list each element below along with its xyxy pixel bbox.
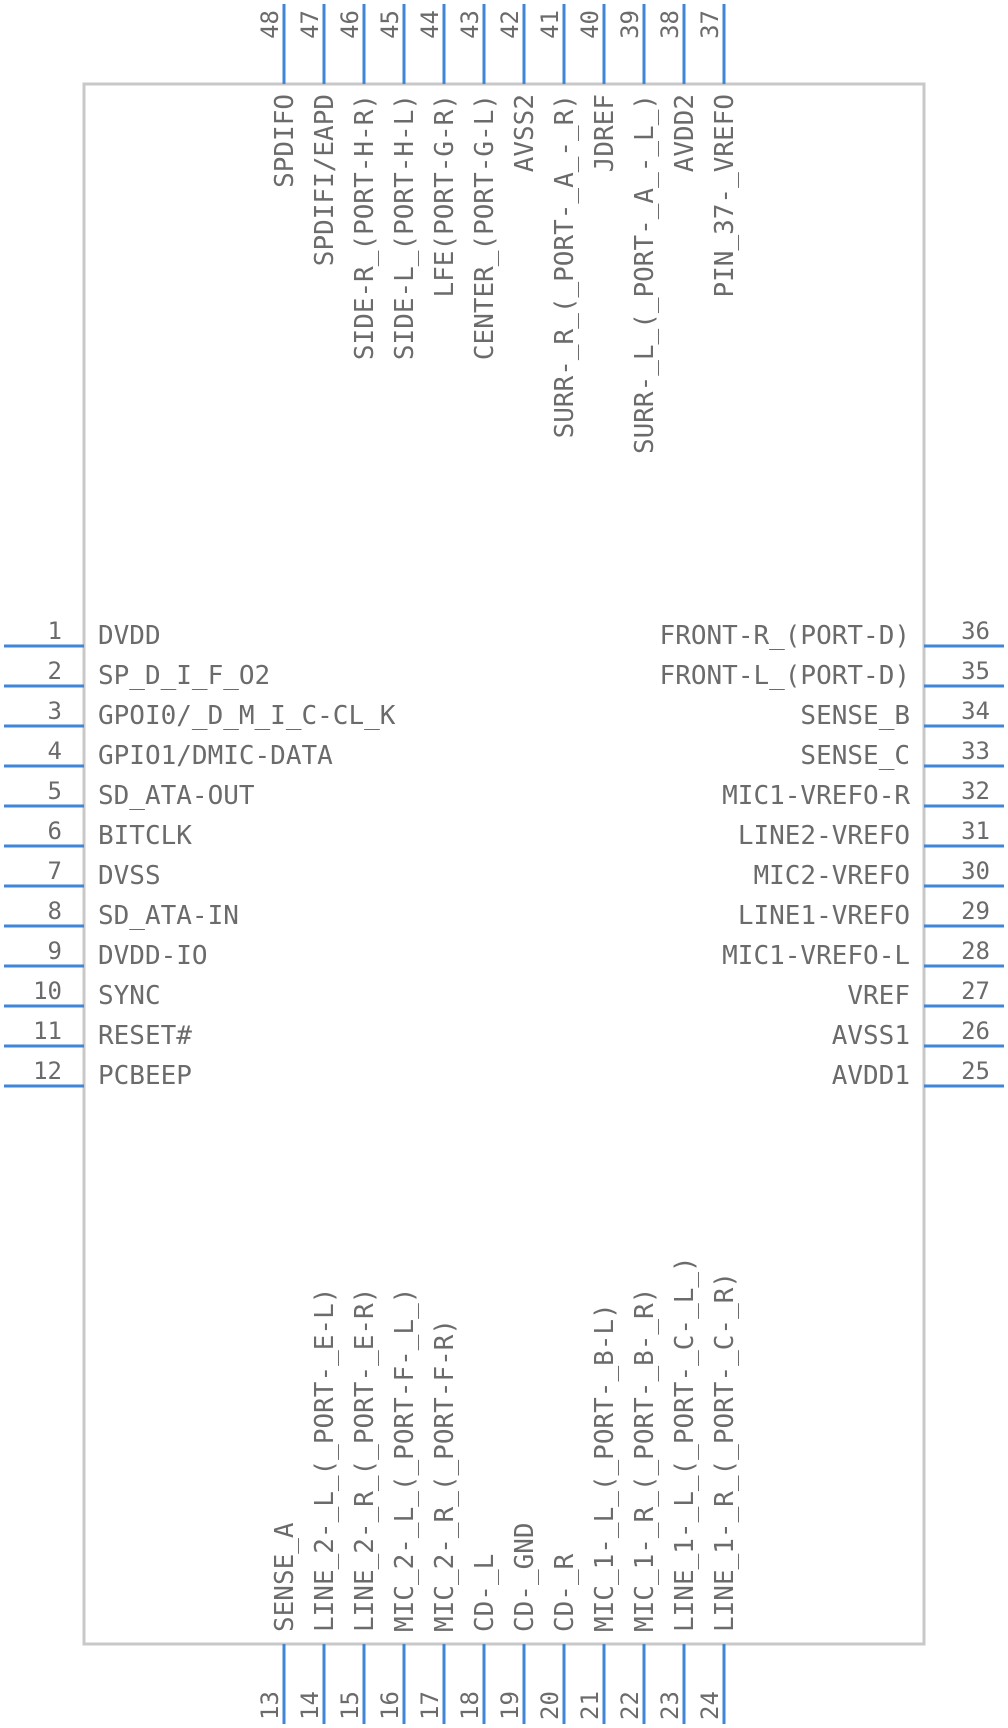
pin-label-47: SPDIFI/EAPD [310, 94, 340, 266]
pin-label-32: MIC1-VREFO-R [722, 781, 910, 811]
pin-number-11: 11 [33, 1017, 62, 1045]
pin-label-5: SD_ATA-OUT [98, 781, 255, 811]
pin-number-19: 19 [496, 1691, 524, 1720]
pin-label-36: FRONT-R_(PORT-D) [660, 621, 910, 651]
pin-label-24: LINE_1-_R_(_PORT-_C-_R) [710, 1272, 740, 1632]
pin-label-19: CD-_GND [510, 1522, 540, 1632]
pin-number-39: 39 [616, 10, 644, 39]
pin-number-47: 47 [296, 10, 324, 39]
pin-label-8: SD_ATA-IN [98, 901, 239, 931]
pin-label-26: AVSS1 [832, 1021, 910, 1051]
pin-label-12: PCBEEP [98, 1061, 192, 1091]
pin-number-35: 35 [961, 657, 990, 685]
pin-number-3: 3 [48, 697, 62, 725]
pin-label-42: AVSS2 [510, 94, 540, 172]
pin-number-42: 42 [496, 10, 524, 39]
pin-label-37: PIN_37-_VREFO [710, 94, 740, 298]
pin-label-28: MIC1-VREFO-L [722, 941, 910, 971]
pin-number-26: 26 [961, 1017, 990, 1045]
pin-label-18: CD-_L [470, 1554, 500, 1632]
pin-label-27: VREF [847, 981, 910, 1011]
pin-label-43: CENTER_(PORT-G-L) [470, 94, 500, 360]
pin-label-38: AVDD2 [670, 94, 700, 172]
pin-number-2: 2 [48, 657, 62, 685]
pin-number-23: 23 [656, 1691, 684, 1720]
pin-number-48: 48 [256, 10, 284, 39]
pin-number-10: 10 [33, 977, 62, 1005]
pin-label-20: CD-_R [550, 1553, 580, 1632]
pin-number-31: 31 [961, 817, 990, 845]
pin-label-22: MIC_1-_R_(_PORT-_B-_R) [630, 1288, 660, 1632]
pin-number-29: 29 [961, 897, 990, 925]
pin-label-2: SP_D_I_F_O2 [98, 661, 270, 691]
pin-label-35: FRONT-L_(PORT-D) [660, 661, 910, 691]
pin-label-17: MIC_2-_R_(_PORT-F-R) [430, 1319, 460, 1632]
pin-number-21: 21 [576, 1691, 604, 1720]
pin-number-20: 20 [536, 1691, 564, 1720]
pin-number-15: 15 [336, 1691, 364, 1720]
pin-number-40: 40 [576, 10, 604, 39]
pin-label-25: AVDD1 [832, 1061, 910, 1091]
pin-number-27: 27 [961, 977, 990, 1005]
pin-number-18: 18 [456, 1691, 484, 1720]
pin-label-13: SENSE_A [270, 1522, 300, 1632]
pin-number-37: 37 [696, 10, 724, 39]
pin-label-29: LINE1-VREFO [738, 901, 910, 931]
pin-label-14: LINE_2-_L_(_PORT-_E-L) [310, 1288, 340, 1632]
pin-number-17: 17 [416, 1691, 444, 1720]
pin-label-41: SURR-_R_(_PORT-_A_-_R) [550, 94, 580, 438]
pin-number-14: 14 [296, 1691, 324, 1720]
pin-number-24: 24 [696, 1691, 724, 1720]
pin-number-22: 22 [616, 1691, 644, 1720]
pin-number-33: 33 [961, 737, 990, 765]
pin-number-7: 7 [48, 857, 62, 885]
pin-label-39: SURR-_L_(_PORT-_A_-_L_) [630, 94, 660, 454]
pin-number-36: 36 [961, 617, 990, 645]
pin-number-13: 13 [256, 1691, 284, 1720]
pin-label-46: SIDE-R_(PORT-H-R) [350, 94, 380, 360]
pin-number-16: 16 [376, 1691, 404, 1720]
pin-label-7: DVSS [98, 861, 161, 891]
pin-number-44: 44 [416, 10, 444, 39]
pin-number-8: 8 [48, 897, 62, 925]
pin-number-41: 41 [536, 10, 564, 39]
pin-label-4: GPIO1/DMIC-DATA [98, 741, 333, 771]
pin-number-32: 32 [961, 777, 990, 805]
pin-number-4: 4 [48, 737, 62, 765]
pin-label-11: RESET# [98, 1021, 192, 1051]
pin-label-1: DVDD [98, 621, 161, 651]
pin-label-34: SENSE_B [800, 701, 910, 731]
pin-number-25: 25 [961, 1057, 990, 1085]
pin-number-34: 34 [961, 697, 990, 725]
pin-label-10: SYNC [98, 981, 161, 1011]
pin-label-40: JDREF [590, 94, 620, 172]
pin-number-1: 1 [48, 617, 62, 645]
pin-number-5: 5 [48, 777, 62, 805]
pin-label-33: SENSE_C [800, 741, 910, 771]
pin-label-48: SPDIFO [270, 94, 300, 188]
pin-number-30: 30 [961, 857, 990, 885]
pin-number-46: 46 [336, 10, 364, 39]
pin-number-38: 38 [656, 10, 684, 39]
pin-label-44: LFE(PORT-G-R) [430, 94, 460, 298]
pin-number-45: 45 [376, 10, 404, 39]
pin-label-21: MIC_1-_L_(_PORT-_B-L) [590, 1303, 620, 1632]
pin-number-12: 12 [33, 1057, 62, 1085]
pin-number-9: 9 [48, 937, 62, 965]
pin-number-43: 43 [456, 10, 484, 39]
pin-label-3: GPOI0/_D_M_I_C-CL_K [98, 701, 396, 731]
pin-label-23: LINE_1-_L_(_PORT-_C-_L_) [670, 1256, 700, 1632]
pin-label-15: LINE_2-_R_(_PORT-_E-R) [350, 1288, 380, 1632]
pin-label-16: MIC_2-_L_(_PORT-F-_L_) [390, 1288, 420, 1632]
ic-body [82, 82, 926, 1646]
pin-label-9: DVDD-IO [98, 941, 208, 971]
pin-label-45: SIDE-L_(PORT-H-L) [390, 94, 420, 360]
pin-number-28: 28 [961, 937, 990, 965]
pin-number-6: 6 [48, 817, 62, 845]
pins-group: 1 DVDD 2 SP_D_I_F_O2 3 GPOI0/_D_M_I_C-CL_K 4 GP… [4, 4, 1004, 1724]
pin-label-30: MIC2-VREFO [753, 861, 910, 891]
pin-label-6: BITCLK [98, 821, 192, 851]
pin-label-31: LINE2-VREFO [738, 821, 910, 851]
